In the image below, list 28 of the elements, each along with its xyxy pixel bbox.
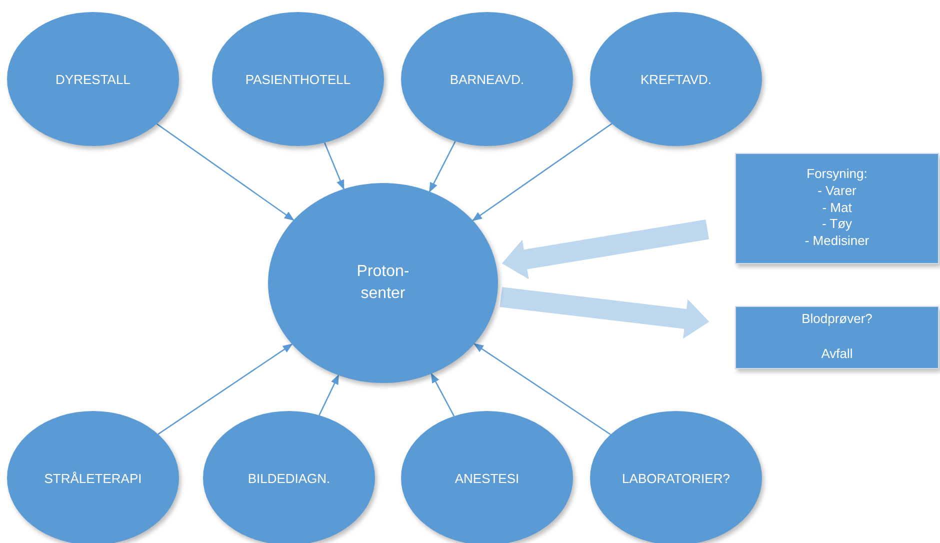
arrow — [473, 343, 611, 436]
arrow — [472, 123, 612, 222]
node-label: - Mat — [822, 200, 852, 216]
info-box — [735, 306, 939, 368]
node-label: Blodprøver? — [802, 311, 872, 328]
node-label: - Tøy — [822, 216, 852, 234]
node-label: Proton- senter — [356, 262, 410, 304]
block-arrow — [502, 220, 709, 280]
arrow — [156, 123, 294, 221]
node-label: BARNEAVD. — [450, 72, 524, 86]
node-label: Forsyning: — [806, 166, 868, 183]
node-label: LABORATORIER? — [622, 470, 730, 486]
node-label: Avfall — [821, 346, 853, 363]
node-label: PASIENTHOTELL — [245, 72, 351, 86]
arrow — [429, 141, 456, 192]
node-label: STRÅLETERAPI — [44, 470, 142, 486]
node-label: - Varer — [818, 182, 856, 200]
node-label: BILDEDIAGN. — [248, 470, 330, 486]
arrow — [430, 372, 455, 416]
node-label: ANESTESI — [454, 470, 520, 486]
arrow — [324, 142, 344, 190]
node-label: KREFTAVD. — [640, 72, 712, 86]
info-box — [735, 152, 939, 264]
block-arrow — [500, 287, 710, 339]
node-label: - Medisiner — [804, 233, 870, 250]
arrow — [318, 374, 340, 416]
node-label: DYRESTALL — [56, 72, 130, 86]
arrow — [158, 344, 293, 435]
